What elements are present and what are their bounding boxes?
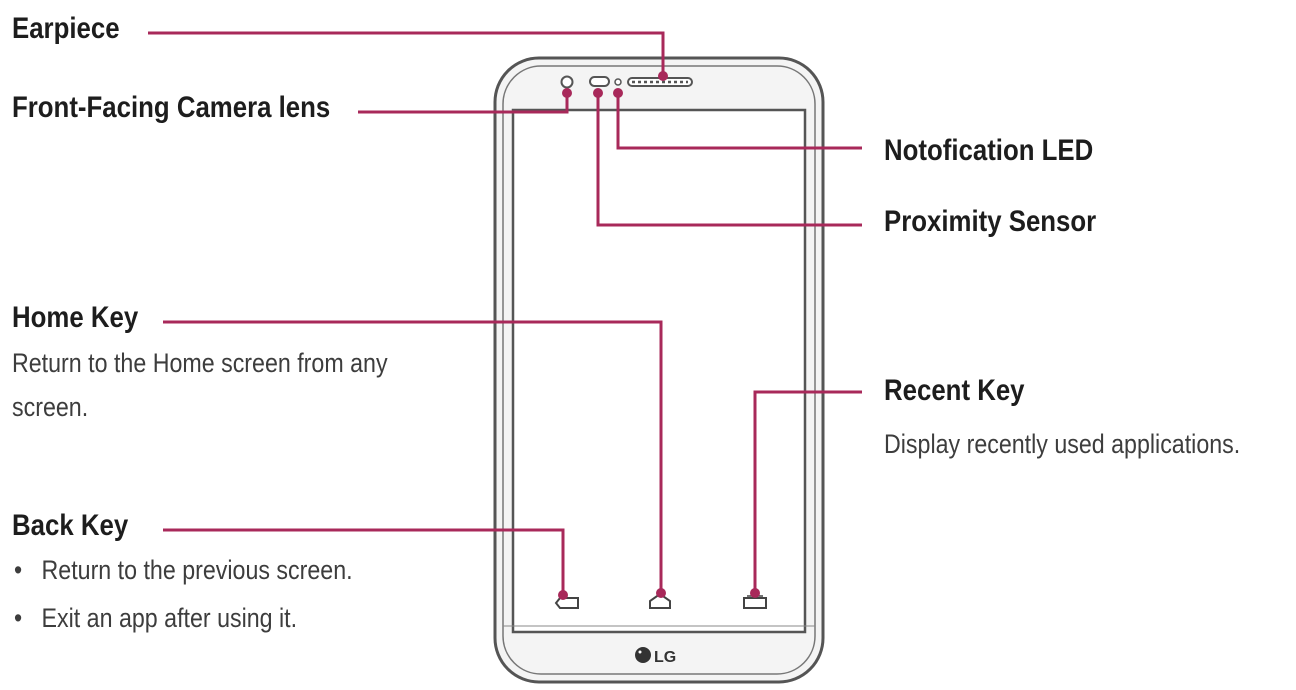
bullet-dot: • (14, 555, 23, 585)
callout-dot-notification-led (613, 88, 623, 98)
back-key-bullet-text: Return to the previous screen. (41, 555, 353, 585)
back-key-icon (554, 597, 579, 609)
callout-dot-back-key (558, 590, 568, 600)
phone-body (493, 56, 825, 684)
callout-lines (148, 31, 862, 594)
front-camera-label: Front-Facing Camera lens (12, 91, 331, 124)
recent-key-label: Recent Key (884, 374, 1025, 407)
lg-logo-mark (635, 647, 651, 663)
home-key-label: Home Key (12, 301, 139, 334)
earpiece-label: Earpiece (12, 12, 120, 45)
lg-logo (635, 647, 651, 663)
home-key-icon (649, 592, 671, 609)
callout-dot-earpiece (658, 71, 668, 81)
callout-dot-home-key (656, 588, 666, 598)
front-camera-lens-icon (560, 75, 574, 89)
back-key-bullet-2: • Exit an app after using it. (14, 603, 297, 634)
proximity-sensor-icon (589, 76, 610, 87)
proximity-sensor-label: Proximity Sensor (884, 205, 1097, 238)
notification-led-label: Notofication LED (884, 134, 1094, 167)
soft-keys (554, 592, 767, 609)
bullet-dot: • (14, 603, 23, 633)
notification-led-icon (614, 78, 622, 86)
back-key-bullet-1: • Return to the previous screen. (14, 555, 353, 586)
lg-logo-text: LG (654, 649, 676, 666)
callout-dot-recent-key (750, 588, 760, 598)
callout-line-notification-led (616, 92, 862, 150)
home-key-desc-line1: Return to the Home screen from any (12, 348, 388, 378)
phone-inner-frame (502, 65, 816, 675)
callout-dots (558, 71, 760, 600)
callout-line-back-key (163, 528, 565, 594)
top-sensors (560, 75, 693, 89)
callout-line-home-key (163, 320, 663, 592)
home-key-desc-line2: screen. (12, 392, 89, 422)
callout-line-earpiece (148, 31, 665, 74)
back-key-label: Back Key (12, 509, 129, 542)
phone-screen (511, 108, 807, 634)
callout-dot-proximity-sensor (593, 88, 603, 98)
callout-line-proximity-sensor (596, 92, 862, 227)
back-key-bullet-text: Exit an app after using it. (41, 603, 298, 633)
callout-dot-front-camera (562, 88, 572, 98)
callout-line-recent-key (753, 390, 862, 592)
recent-key-desc: Display recently used applications. (884, 429, 1241, 459)
callout-line-front-camera (358, 92, 569, 114)
